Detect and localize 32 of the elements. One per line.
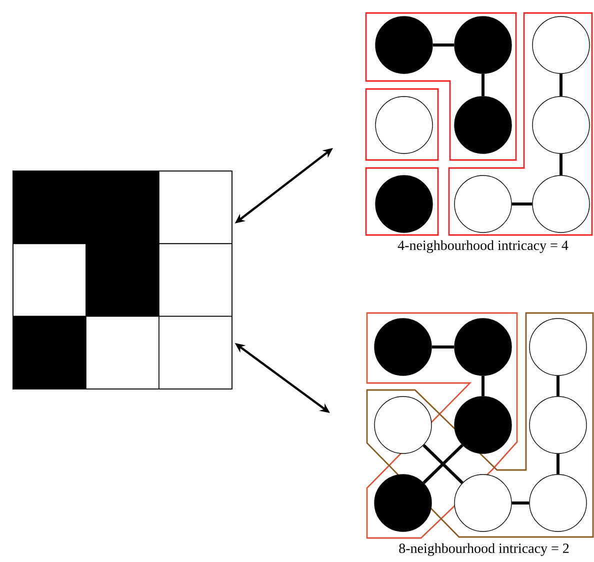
vertex-circle [454, 175, 512, 233]
vertex-circle [529, 474, 587, 532]
vertex-circle [529, 318, 587, 376]
connector-line [512, 202, 532, 206]
vertex-circle [375, 175, 433, 233]
vertex-circle [454, 96, 512, 154]
vertex-circle [374, 474, 432, 532]
vertex-circle [454, 474, 512, 532]
connector-line [482, 376, 484, 396]
connector-line [560, 74, 562, 96]
connector-line [556, 376, 560, 396]
connector-line [512, 502, 530, 504]
vertex-circle [454, 16, 512, 74]
caption: 8-neighbourhood intricacy = 2 [399, 543, 569, 556]
vertex-circle [532, 96, 590, 154]
connector-line [422, 444, 464, 484]
connector-line [560, 154, 562, 176]
vertex-circle [532, 175, 590, 233]
pixel-grid [12, 170, 232, 390]
vertex-circle [374, 396, 432, 454]
vertex-circle [529, 396, 587, 454]
connector-line [432, 346, 454, 348]
connector-line [432, 44, 454, 46]
connector-line [556, 454, 560, 474]
vertex-circle [374, 318, 432, 376]
vertex-circle [454, 396, 512, 454]
vertex-circle [532, 16, 590, 74]
vertex-circle [375, 96, 433, 154]
caption: 4-neighbourhood intricacy = 4 [398, 240, 568, 253]
vertex-circle [454, 318, 512, 376]
vertex-circle [375, 16, 433, 74]
connector-line [482, 74, 484, 96]
